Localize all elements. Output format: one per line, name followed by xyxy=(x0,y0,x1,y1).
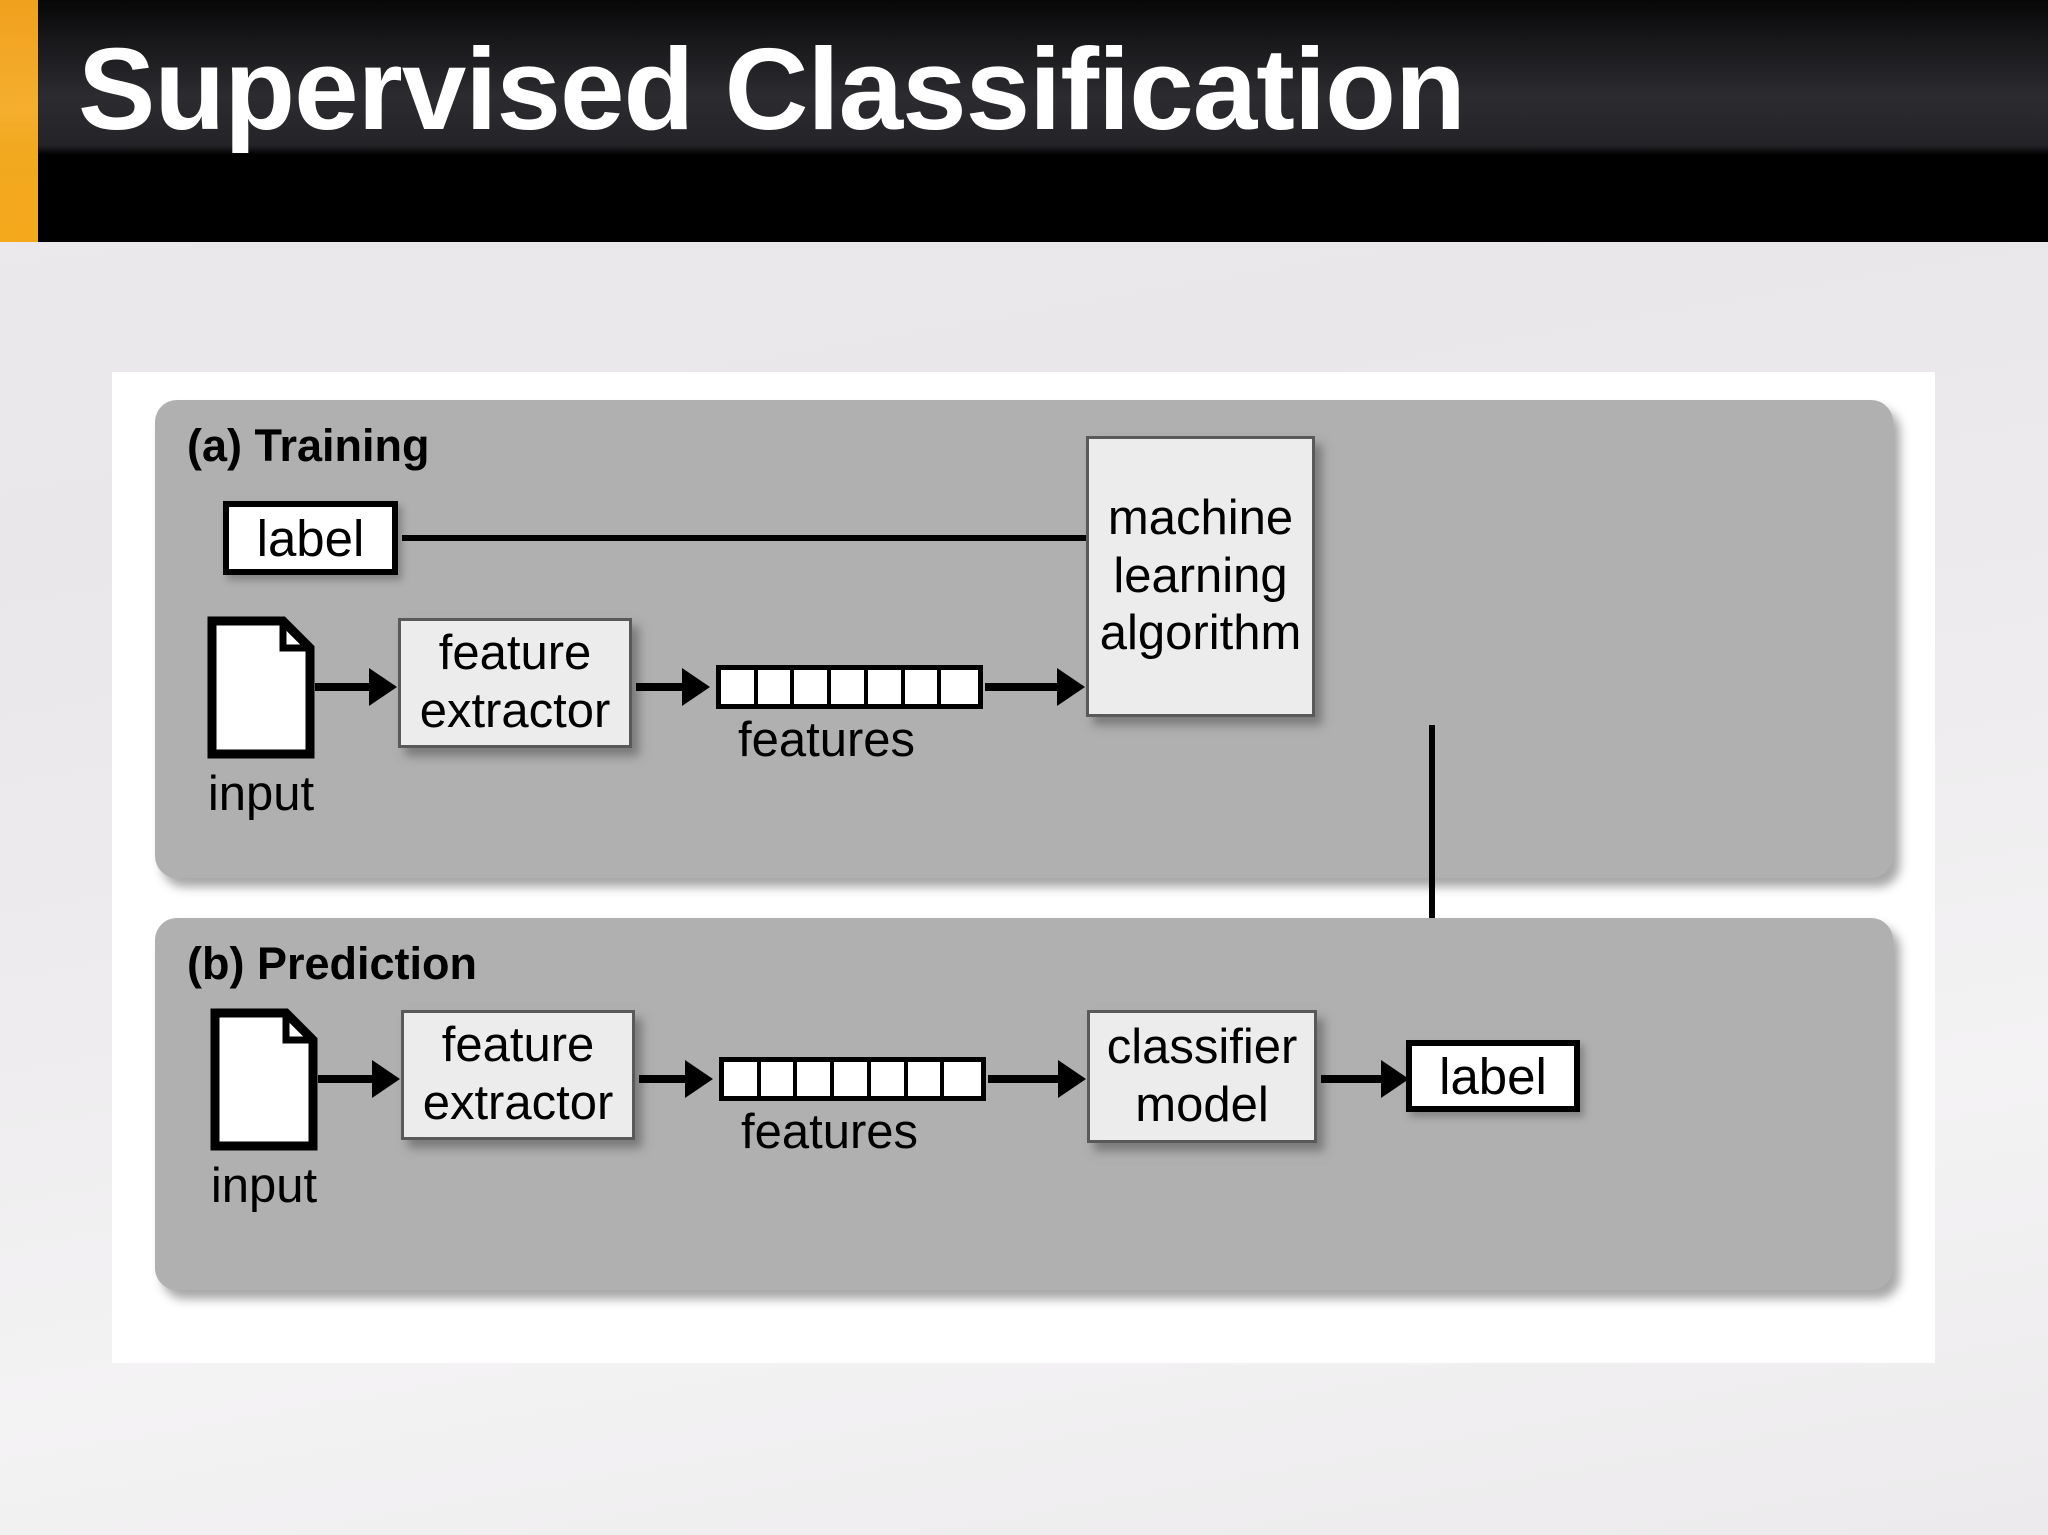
feature-cell xyxy=(797,1062,835,1096)
algorithm-line1: machine xyxy=(1107,490,1294,545)
arrow-extractor-to-features-prediction xyxy=(639,1075,687,1083)
feature-cell xyxy=(944,1062,981,1096)
header-accent-bar xyxy=(0,0,38,242)
arrow-extractor-to-features-training xyxy=(636,683,684,691)
prediction-input-caption: input xyxy=(210,1159,318,1213)
algorithm-line3: algorithm xyxy=(1099,606,1302,661)
prediction-feature-extractor-line1: feature xyxy=(441,1018,595,1073)
training-input-caption: input xyxy=(207,767,315,821)
feature-cell xyxy=(907,1062,945,1096)
feature-cell xyxy=(794,670,832,704)
classifier-model-box: classifier model xyxy=(1087,1010,1317,1143)
algorithm-line2: learning xyxy=(1113,548,1288,603)
prediction-label-box: label xyxy=(1406,1040,1580,1112)
prediction-label-box-text: label xyxy=(1439,1047,1547,1105)
training-feature-extractor-box: feature extractor xyxy=(398,618,632,748)
arrow-input-to-extractor-training xyxy=(315,683,371,691)
feature-cell xyxy=(721,670,758,704)
training-input-document-icon xyxy=(207,616,315,759)
training-feature-extractor-line2: extractor xyxy=(419,684,611,738)
feature-cell xyxy=(834,1062,871,1096)
training-label-box: label xyxy=(223,501,398,575)
feature-cell xyxy=(757,670,795,704)
figure-card: (a) Training label input feature extract… xyxy=(112,372,1935,1363)
feature-cell xyxy=(760,1062,798,1096)
arrow-label-to-algorithm xyxy=(402,535,1252,541)
prediction-feature-extractor-line2: extractor xyxy=(422,1076,614,1130)
arrow-classifier-to-label xyxy=(1321,1075,1383,1083)
feature-cell xyxy=(870,1062,908,1096)
feature-cell xyxy=(724,1062,761,1096)
panel-prediction: (b) Prediction input feature extractor xyxy=(155,918,1893,1290)
feature-cell xyxy=(867,670,905,704)
training-features-vector xyxy=(716,665,983,709)
training-features-caption: features xyxy=(738,713,916,767)
page-title: Supervised Classification xyxy=(78,24,1466,154)
classifier-line1: classifier xyxy=(1106,1019,1298,1074)
prediction-feature-extractor-box: feature extractor xyxy=(401,1010,635,1140)
training-feature-extractor-line1: feature xyxy=(438,626,592,681)
machine-learning-algorithm-box: machine learning algorithm xyxy=(1086,436,1315,717)
feature-cell xyxy=(941,670,978,704)
arrow-algorithm-to-classifier xyxy=(1429,725,1435,1015)
panel-training-label: (a) Training xyxy=(187,420,430,471)
prediction-input-document-icon xyxy=(210,1008,318,1151)
feature-cell xyxy=(831,670,868,704)
feature-cell xyxy=(904,670,942,704)
slide-header: Supervised Classification xyxy=(0,0,2048,242)
header-background: Supervised Classification xyxy=(38,0,2048,242)
training-label-box-text: label xyxy=(256,509,365,567)
arrow-input-to-extractor-prediction xyxy=(318,1075,374,1083)
arrow-features-to-algorithm xyxy=(985,683,1059,691)
panel-prediction-label: (b) Prediction xyxy=(187,938,477,989)
panel-training: (a) Training label input feature extract… xyxy=(155,400,1893,878)
arrow-features-to-classifier xyxy=(988,1075,1060,1083)
prediction-features-vector xyxy=(719,1057,986,1101)
classifier-line2: model xyxy=(1135,1077,1269,1132)
prediction-features-caption: features xyxy=(741,1105,919,1159)
